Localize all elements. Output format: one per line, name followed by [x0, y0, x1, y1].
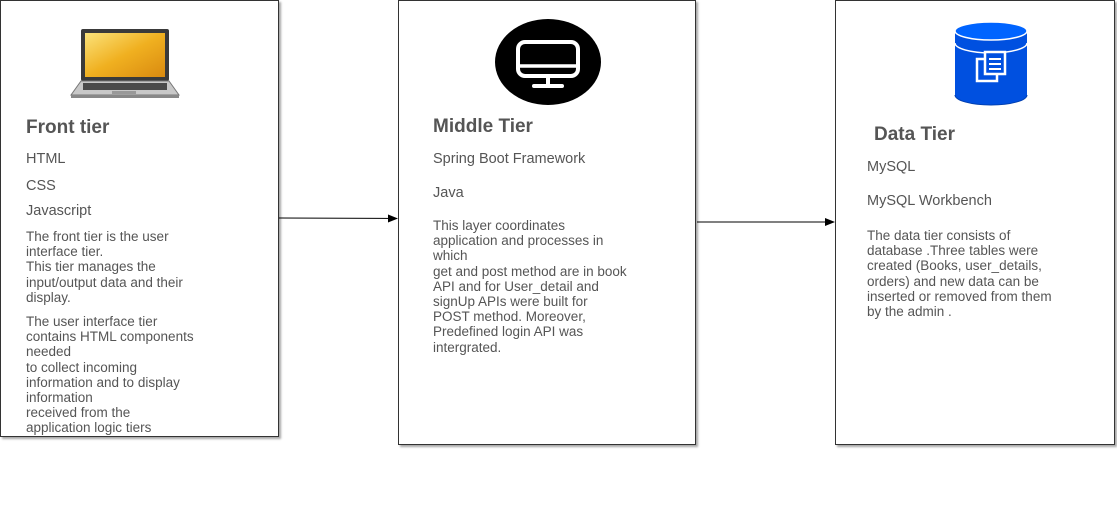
middle-tier-box: Middle Tier Spring Boot Framework Java T…	[398, 0, 696, 445]
laptop-icon	[70, 29, 180, 98]
arrow-front-to-middle	[278, 214, 398, 223]
data-tier-title: Data Tier	[874, 124, 955, 145]
front-item-javascript: Javascript	[26, 203, 92, 219]
middle-item-java: Java	[433, 185, 464, 201]
front-item-css: CSS	[26, 178, 56, 194]
front-description-2: The user interface tier contains HTML co…	[26, 314, 194, 436]
middle-description: This layer coordinates application and p…	[433, 218, 627, 355]
front-description-1: The front tier is the user interface tie…	[26, 229, 183, 305]
front-tier-title: Front tier	[26, 117, 110, 138]
data-item-mysql: MySQL	[867, 159, 916, 175]
monitor-icon	[495, 19, 601, 105]
front-tier-box: Front tier HTML CSS Javascript The front…	[0, 0, 279, 437]
front-item-html: HTML	[26, 151, 66, 167]
data-item-mysql-workbench: MySQL Workbench	[867, 193, 992, 209]
middle-tier-title: Middle Tier	[433, 116, 533, 137]
data-tier-box: Data Tier MySQL MySQL Workbench The data…	[835, 0, 1115, 445]
data-description: The data tier consists of database .Thre…	[867, 228, 1052, 320]
database-icon	[954, 21, 1028, 106]
middle-item-spring-boot: Spring Boot Framework	[433, 151, 586, 167]
